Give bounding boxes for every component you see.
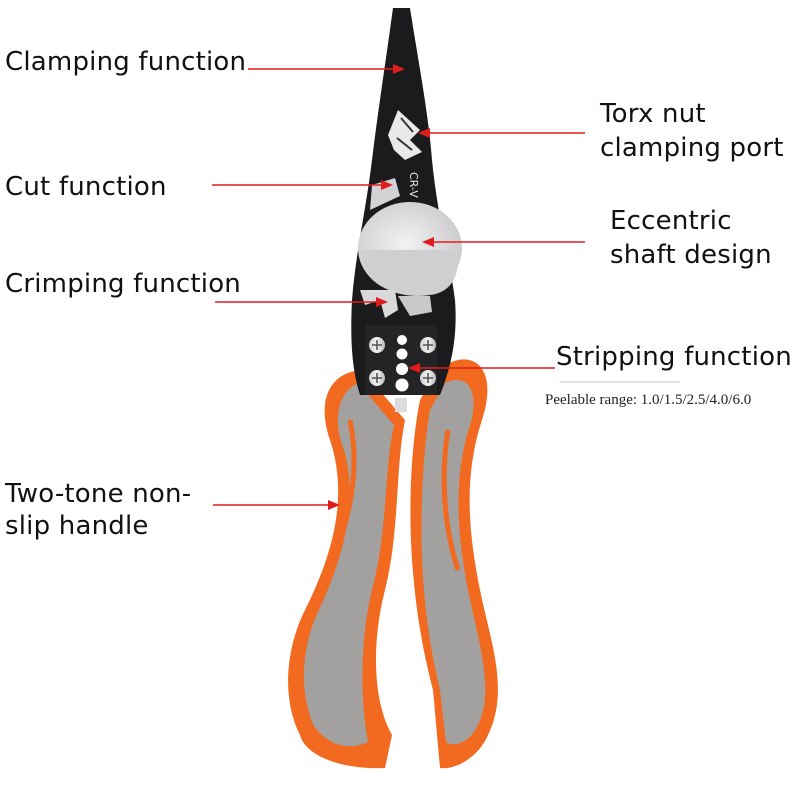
- crimping-arrow-icon: [376, 297, 388, 307]
- clamping-arrow-icon: [393, 64, 405, 74]
- label-handle-line1: Two-tone non-: [5, 479, 192, 509]
- right-handle: [410, 359, 498, 769]
- eccentric-arrow-icon: [422, 237, 434, 247]
- label-stripping-function: Stripping function: [556, 342, 792, 372]
- stripping-arrow-icon: [408, 363, 420, 373]
- label-torx-line2: clamping port: [600, 133, 784, 163]
- handle-arrow-icon: [328, 500, 340, 510]
- label-eccentric-line1: Eccentric: [610, 206, 732, 236]
- label-peelable-range: Peelable range: 1.0/1.5/2.5/4.0/6.0: [545, 392, 752, 408]
- label-clamping-function: Clamping function: [5, 47, 247, 77]
- cut-arrow-icon: [381, 180, 393, 190]
- torx-arrow-icon: [418, 128, 430, 138]
- jaw-body: [351, 8, 462, 412]
- annotation-lines: [212, 64, 680, 510]
- label-torx-line1: Torx nut: [600, 99, 706, 129]
- label-cut-function: Cut function: [5, 172, 167, 202]
- steel-engraving: CR-V: [407, 172, 420, 198]
- left-handle: [288, 370, 405, 769]
- label-crimping-function: Crimping function: [5, 269, 241, 299]
- label-eccentric-line2: shaft design: [610, 240, 772, 270]
- label-handle-line2: slip handle: [5, 511, 149, 541]
